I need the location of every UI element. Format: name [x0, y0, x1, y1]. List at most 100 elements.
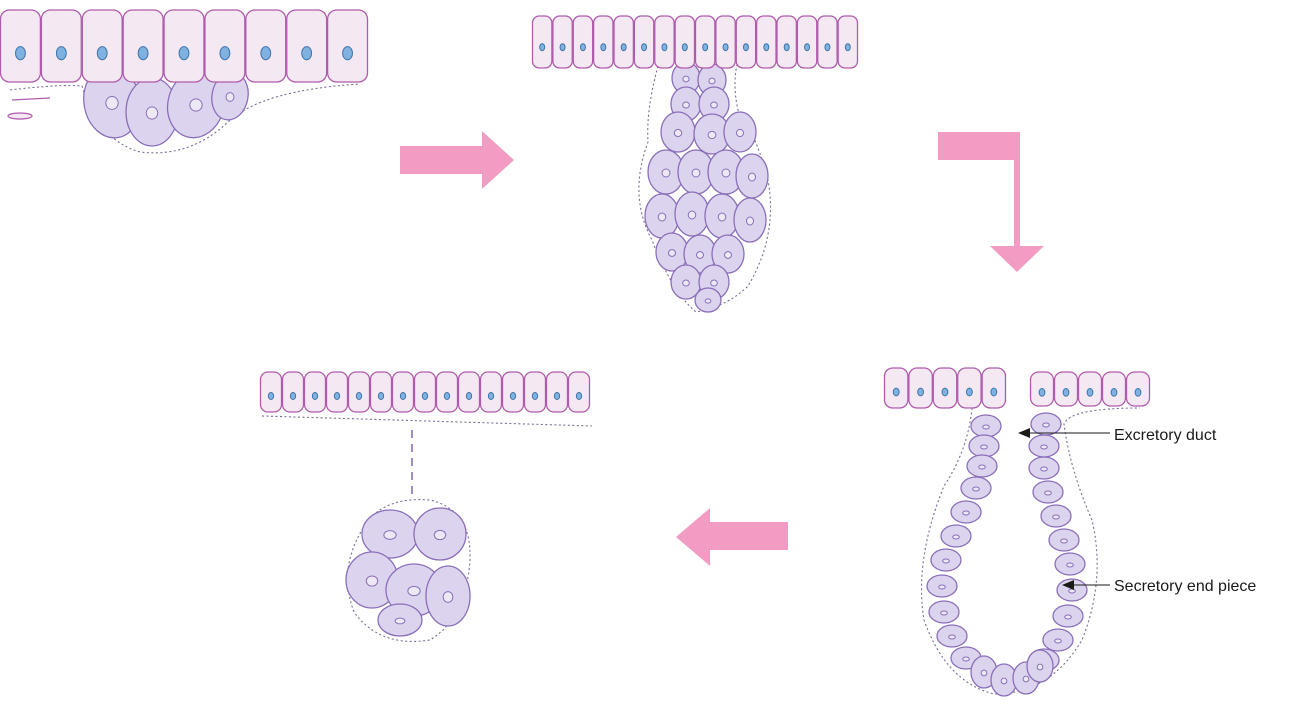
bud-nucleus — [1041, 467, 1048, 471]
bud-nucleus — [408, 586, 420, 595]
epithelium-cell — [675, 16, 694, 68]
label-secretory-end-piece: Secretory end piece — [1114, 577, 1256, 597]
bud-nucleus — [146, 107, 157, 119]
bud-nucleus — [1061, 539, 1068, 543]
bud-nucleus — [718, 213, 725, 221]
label-excretory-duct: Excretory duct — [1114, 426, 1216, 446]
nucleus — [378, 392, 383, 399]
bud-nucleus — [981, 445, 988, 449]
bud-nucleus — [1037, 664, 1043, 670]
arrow-bend-down — [938, 132, 1044, 272]
stage-1-epithelial-thickening — [1, 10, 368, 153]
fibroblast — [8, 113, 32, 119]
nucleus — [805, 44, 810, 51]
bud-nucleus — [190, 99, 202, 111]
epithelium-cell — [838, 16, 857, 68]
nucleus — [302, 47, 312, 60]
bud-nucleus — [709, 78, 715, 84]
nucleus — [532, 392, 537, 399]
bud-nucleus — [1067, 563, 1074, 567]
bud-nucleus — [1053, 515, 1060, 519]
nucleus — [422, 392, 427, 399]
nucleus — [488, 392, 493, 399]
epithelium-cell — [82, 10, 122, 82]
arrow-left — [676, 508, 788, 566]
bud-nucleus — [1055, 639, 1062, 643]
bud-nucleus — [366, 576, 377, 586]
epithelium-cell — [716, 16, 735, 68]
nucleus — [290, 392, 295, 399]
bud-nucleus — [443, 592, 453, 603]
epithelium-cell — [757, 16, 776, 68]
bud-nucleus — [724, 252, 731, 259]
nucleus — [400, 392, 405, 399]
nucleus — [1111, 389, 1117, 397]
epithelium-cell — [123, 10, 163, 82]
nucleus — [580, 44, 585, 51]
bud-nucleus — [963, 657, 970, 661]
nucleus — [723, 44, 728, 51]
epithelium-cell — [41, 10, 81, 82]
nucleus — [966, 388, 972, 396]
nucleus — [942, 388, 948, 396]
bud-nucleus — [688, 211, 695, 219]
bud-nucleus — [434, 530, 445, 539]
nucleus — [764, 44, 769, 51]
bud-nucleus — [1069, 589, 1076, 593]
bud-nucleus — [226, 93, 234, 102]
bud-nucleus — [708, 131, 716, 138]
bud-nucleus — [748, 173, 755, 181]
epithelium-cell — [634, 16, 653, 68]
stage-4-detached-cluster — [261, 372, 593, 641]
bud-nucleus — [384, 531, 396, 540]
bud-nucleus — [705, 299, 711, 303]
bud-nucleus — [658, 213, 665, 221]
epithelium-cell — [696, 16, 715, 68]
bud-nucleus — [981, 670, 987, 676]
leader-arrowhead — [1018, 428, 1030, 438]
epithelium-cell — [164, 10, 204, 82]
bud-nucleus — [674, 129, 681, 136]
nucleus — [642, 44, 647, 51]
bud-nucleus — [736, 129, 743, 136]
bud-nucleus — [683, 76, 689, 82]
bud-nucleus — [979, 465, 986, 469]
bud-nucleus — [1023, 676, 1029, 682]
nucleus — [682, 44, 687, 51]
nucleus — [138, 47, 148, 60]
nucleus — [268, 392, 273, 399]
nucleus — [343, 47, 353, 60]
bud-nucleus — [949, 635, 956, 639]
nucleus — [825, 44, 830, 51]
epithelium-cell — [205, 10, 245, 82]
bud-nucleus — [943, 559, 950, 563]
bud-nucleus — [963, 511, 970, 515]
bud-nucleus — [746, 217, 753, 225]
arrow-right — [400, 131, 514, 189]
epithelium-cell — [797, 16, 816, 68]
nucleus — [893, 388, 899, 396]
nucleus — [16, 47, 26, 60]
nucleus — [554, 392, 559, 399]
nucleus — [743, 44, 748, 51]
nucleus — [356, 392, 361, 399]
epithelium-cell — [533, 16, 552, 68]
nucleus — [179, 47, 189, 60]
nucleus — [1063, 389, 1069, 397]
bud-nucleus — [668, 250, 675, 257]
bud-nucleus — [395, 618, 405, 624]
bud-nucleus — [973, 487, 980, 491]
nucleus — [444, 392, 449, 399]
bud-nucleus — [692, 169, 700, 177]
epithelium-cell — [614, 16, 633, 68]
epithelium-cell — [553, 16, 572, 68]
bud-nucleus — [1045, 491, 1052, 495]
bud-nucleus — [1041, 445, 1048, 449]
nucleus — [845, 44, 850, 51]
epithelium-cell — [818, 16, 837, 68]
nucleus — [601, 44, 606, 51]
epithelium-cell — [777, 16, 796, 68]
bud-nucleus — [1065, 615, 1072, 619]
bud-nucleus — [983, 425, 990, 429]
